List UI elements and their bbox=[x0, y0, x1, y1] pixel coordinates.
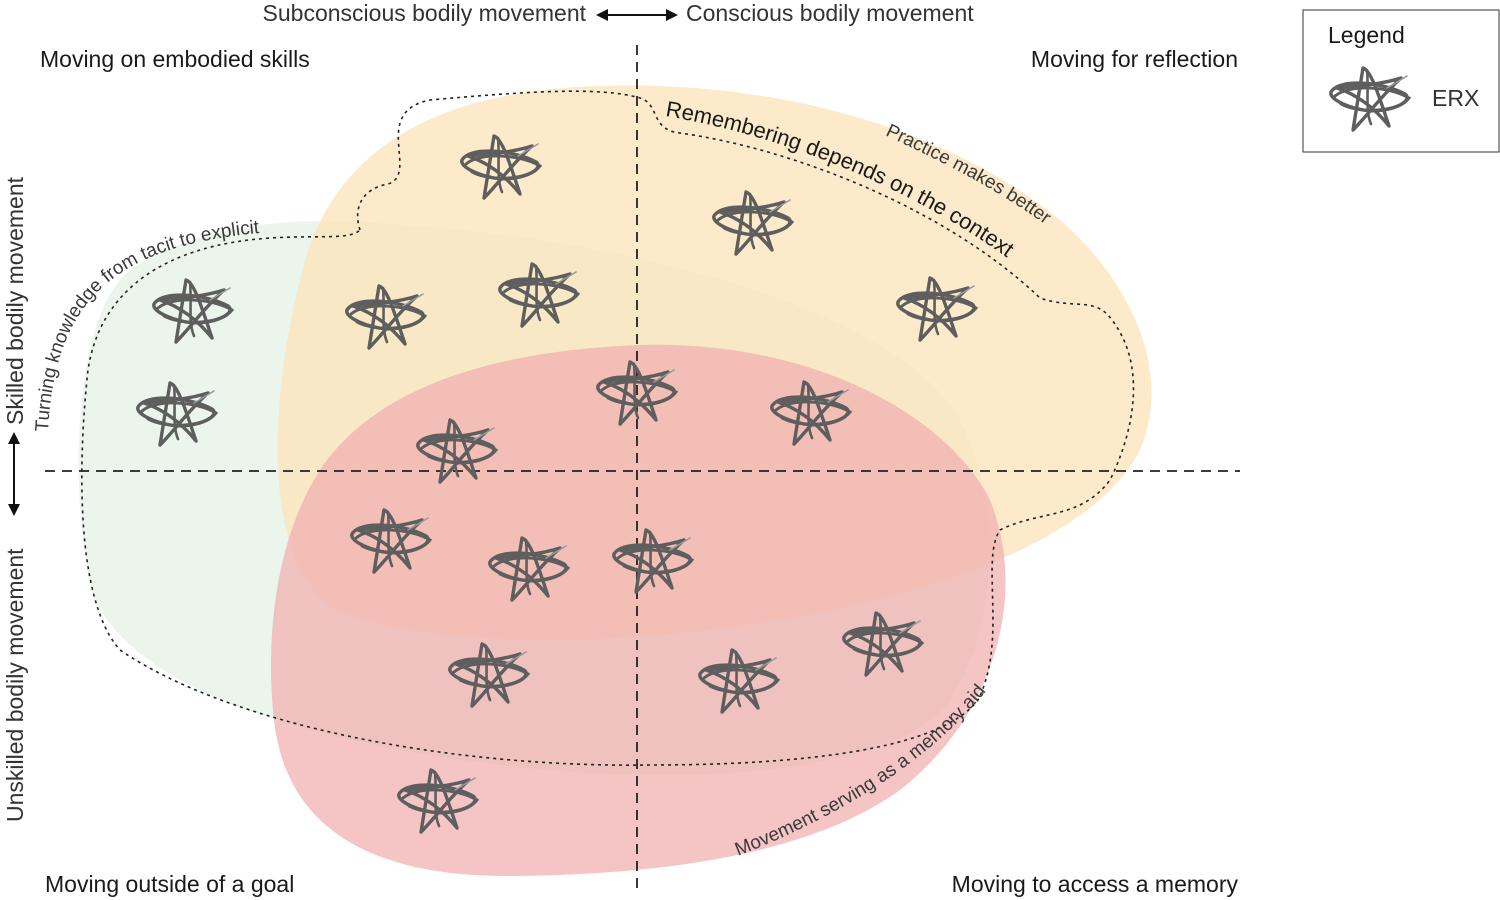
legend-item-label: ERX bbox=[1432, 85, 1479, 111]
quadrant-top-left-label: Moving on embodied skills bbox=[40, 46, 310, 72]
red-region bbox=[270, 344, 1006, 877]
legend-box bbox=[1302, 9, 1500, 153]
horizontal-double-arrow bbox=[596, 9, 678, 21]
axis-label-unskilled: Unskilled bodily movement bbox=[2, 548, 28, 822]
axis-label-conscious: Conscious bodily movement bbox=[686, 0, 974, 26]
legend: Legend ERX bbox=[1302, 9, 1500, 153]
axis-label-skilled: Skilled bodily movement bbox=[2, 176, 28, 425]
vertical-double-arrow bbox=[8, 432, 20, 516]
legend-title: Legend bbox=[1328, 22, 1405, 48]
quadrant-bottom-right-label: Moving to access a memory bbox=[952, 871, 1239, 897]
quadrant-bottom-left-label: Moving outside of a goal bbox=[45, 871, 294, 897]
dotted-boundary bbox=[81, 90, 1135, 766]
axis-label-subconscious: Subconscious bodily movement bbox=[263, 0, 587, 26]
quadrant-top-right-label: Moving for reflection bbox=[1031, 46, 1238, 72]
